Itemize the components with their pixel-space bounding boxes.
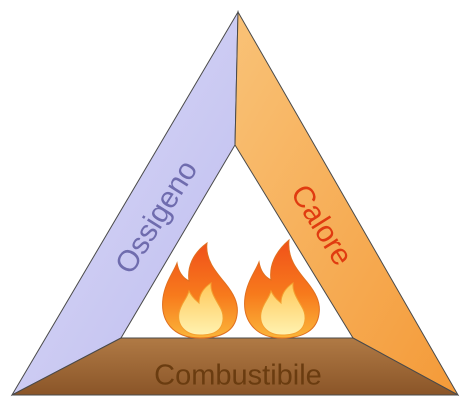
fuel-base [11,337,459,396]
flame-icon [162,241,238,339]
flame-icon [244,238,320,339]
fuel-label: Combustibile [154,360,322,392]
